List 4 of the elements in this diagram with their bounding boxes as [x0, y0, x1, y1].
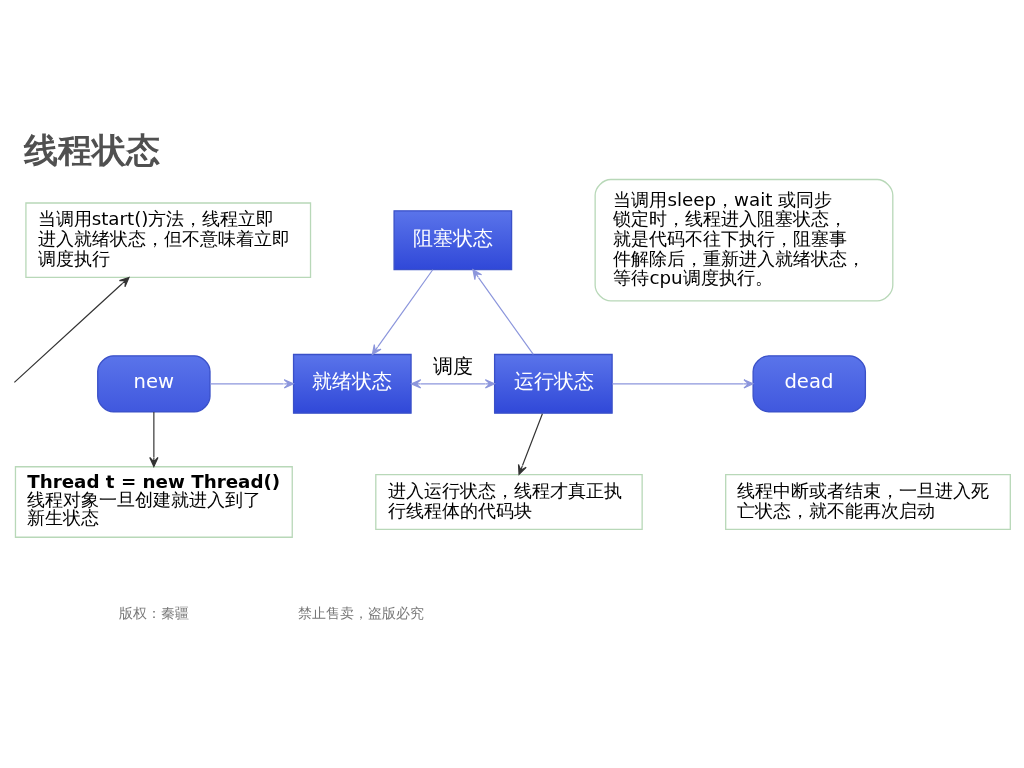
- edge-label: 调度: [432, 354, 473, 378]
- diagram-title: 线程状态: [24, 129, 161, 170]
- label: 版权：秦疆: [118, 604, 189, 621]
- label: 禁止售卖，盗版必究: [298, 604, 425, 621]
